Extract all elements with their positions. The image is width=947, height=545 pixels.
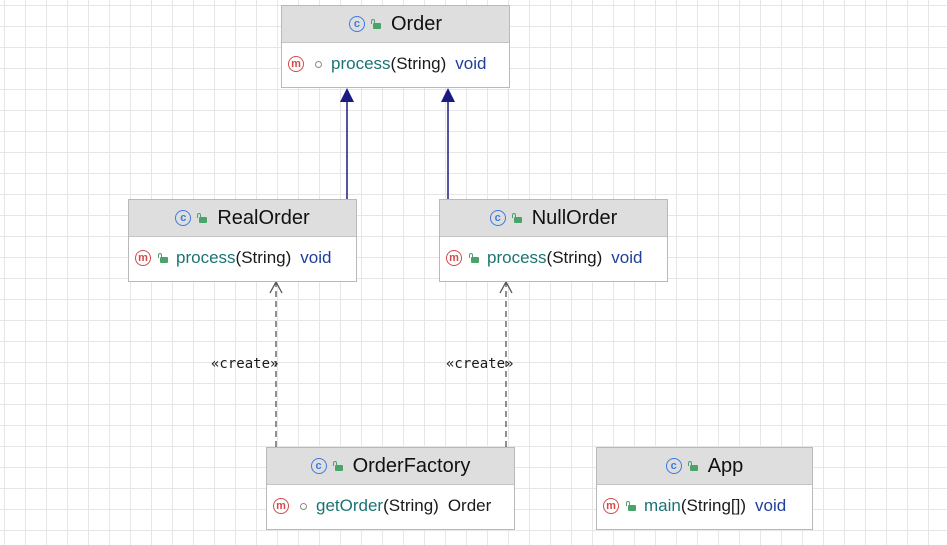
method-row[interactable]: m process (String) void [129, 237, 356, 279]
class-icon: c [310, 458, 327, 474]
method-params: (String[]) [680, 496, 747, 515]
method-name: process [331, 54, 391, 73]
class-icon: c [665, 458, 682, 474]
inheritance-arrowhead-nullorder [441, 88, 455, 102]
public-lock-icon [511, 213, 522, 223]
method-row[interactable]: m process (String) void [440, 237, 667, 279]
class-header: c NullOrder [440, 200, 667, 237]
public-lock-icon [332, 461, 343, 471]
class-node-order[interactable]: c Order m process (String) void [281, 5, 510, 88]
public-lock-icon [626, 501, 636, 511]
package-private-icon [315, 60, 322, 68]
class-name: Order [390, 12, 443, 35]
method-icon: m [135, 250, 151, 266]
method-row[interactable]: m main (String[]) void [597, 485, 812, 527]
class-name: OrderFactory [352, 454, 471, 477]
public-lock-icon [687, 461, 698, 471]
class-header: c OrderFactory [267, 448, 514, 485]
class-icon: c [348, 16, 365, 32]
public-lock-icon [197, 213, 208, 223]
method-icon: m [273, 498, 289, 514]
class-node-nullorder[interactable]: c NullOrder m process (String) void [439, 199, 668, 282]
method-return-type: void [611, 248, 643, 267]
dependency-arrowhead-nullorder [499, 280, 513, 294]
inheritance-arrowhead-realorder [340, 88, 354, 102]
method-return-type: void [455, 54, 487, 73]
create-stereotype-label: «create» [446, 356, 514, 372]
package-private-icon [300, 502, 307, 510]
method-params: (String) [390, 54, 447, 73]
method-icon: m [288, 56, 304, 72]
method-params: (String) [546, 248, 603, 267]
class-node-app[interactable]: c App m main (String[]) void [596, 447, 813, 530]
class-icon: c [175, 210, 192, 226]
class-icon: c [489, 210, 506, 226]
method-return-type: void [300, 248, 332, 267]
class-name: App [707, 454, 744, 477]
method-return-type: void [755, 496, 787, 515]
public-lock-icon [370, 19, 381, 29]
method-name: process [176, 248, 236, 267]
method-row[interactable]: m getOrder (String) Order [267, 485, 514, 527]
dependency-arrowhead-realorder [269, 280, 283, 294]
method-icon: m [446, 250, 462, 266]
method-row[interactable]: m process (String) void [282, 43, 509, 85]
class-name: NullOrder [531, 206, 618, 229]
class-node-realorder[interactable]: c RealOrder m process (String) void [128, 199, 357, 282]
class-name: RealOrder [217, 206, 310, 229]
public-lock-icon [158, 253, 168, 263]
method-icon: m [603, 498, 619, 514]
public-lock-icon [469, 253, 479, 263]
method-return-type: Order [447, 496, 492, 515]
method-name: getOrder [316, 496, 384, 515]
class-node-orderfactory[interactable]: c OrderFactory m getOrder (String) Order [266, 447, 515, 530]
method-name: main [644, 496, 681, 515]
class-header: c Order [282, 6, 509, 43]
method-name: process [487, 248, 547, 267]
method-params: (String) [235, 248, 292, 267]
create-stereotype-label: «create» [211, 356, 279, 372]
class-header: c App [597, 448, 812, 485]
class-header: c RealOrder [129, 200, 356, 237]
method-params: (String) [383, 496, 439, 515]
